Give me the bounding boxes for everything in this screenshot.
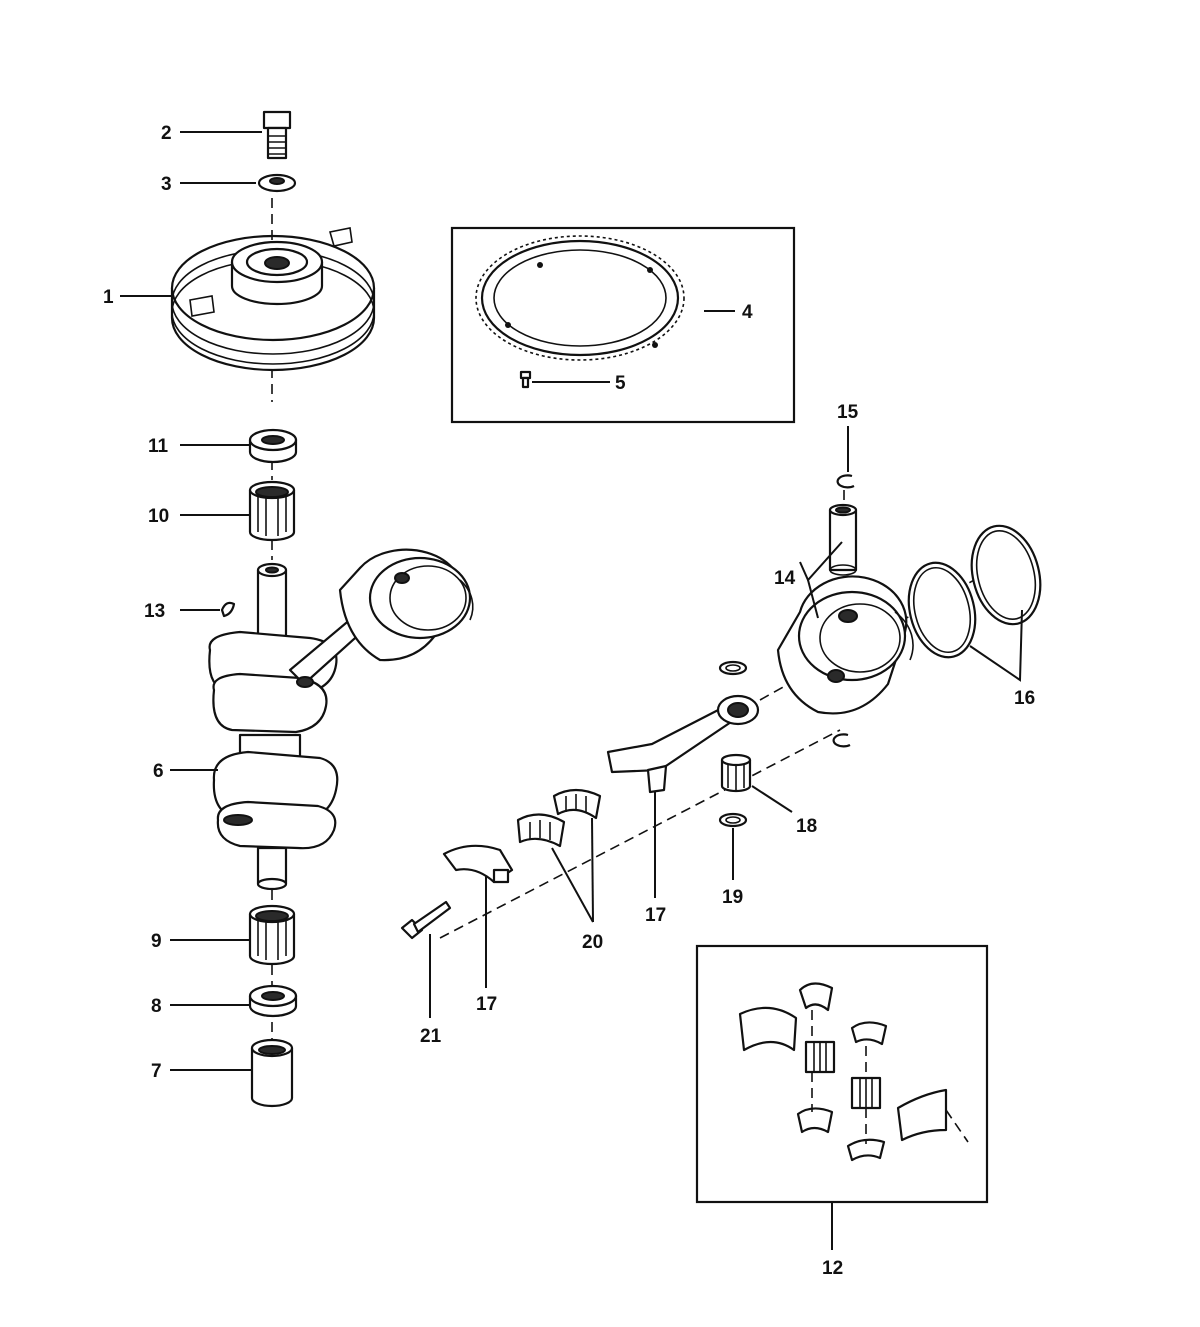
callout-17-lower: 17 [476,994,497,1015]
rod-axis-line [439,729,841,939]
callout-12: 12 [822,1258,843,1279]
callout-15: 15 [837,402,859,423]
callout-2: 2 [161,123,172,144]
flywheel-bolt-part [262,110,292,160]
callout-9: 9 [151,931,162,952]
flywheel-part [170,227,376,372]
piston-pin-part [828,503,858,576]
leader-20b [591,817,594,923]
piston-rings-part [907,524,1042,659]
callout-16: 16 [1014,688,1035,709]
callout-19: 19 [722,887,743,908]
flywheel-washer-part [257,173,297,193]
callout-11: 11 [148,436,169,457]
leader-18 [751,785,793,813]
callout-8: 8 [151,996,162,1017]
lower-seal-part [248,984,298,1018]
upper-seal-part [248,428,298,464]
rod-bolt-part [400,900,452,940]
thrust-washer-part [718,812,748,828]
callout-4: 4 [742,302,753,323]
callout-13: 13 [144,601,165,622]
leader-20a [551,847,594,923]
rod-bearing-halves-part [516,788,602,848]
callout-5: 5 [615,373,626,394]
bearing-kit-part [738,982,969,1162]
callout-1: 1 [103,287,114,308]
upper-bearing-part [248,480,296,542]
small-end-bearing-part [720,753,752,793]
callout-3: 3 [161,174,172,195]
ring-gear-screw-part [519,370,532,389]
callout-18: 18 [796,816,817,837]
piston-part [776,575,914,715]
bearing-kit-inset-frame [695,944,989,1204]
callout-20: 20 [582,932,603,953]
callout-17-upper: 17 [645,905,666,926]
callout-7: 7 [151,1061,162,1082]
callout-6: 6 [153,761,164,782]
leader-14b [807,579,819,619]
callout-10: 10 [148,506,169,527]
lower-bearing-part [248,904,296,966]
callout-21: 21 [420,1026,442,1047]
piston-pin-retainer-upper [836,474,855,489]
connecting-rod-cap-part [442,844,514,884]
crankshaft-part [208,548,474,891]
piston-pin-retainer-lower [832,733,851,748]
callout-14: 14 [774,568,796,589]
crankshaft-key-part [220,601,236,618]
lower-bushing-part [250,1038,294,1108]
connecting-rod-part [606,660,760,794]
ring-gear-inset-frame [450,226,796,424]
leader-16 [969,609,1023,682]
ring-gear-part [475,235,685,361]
